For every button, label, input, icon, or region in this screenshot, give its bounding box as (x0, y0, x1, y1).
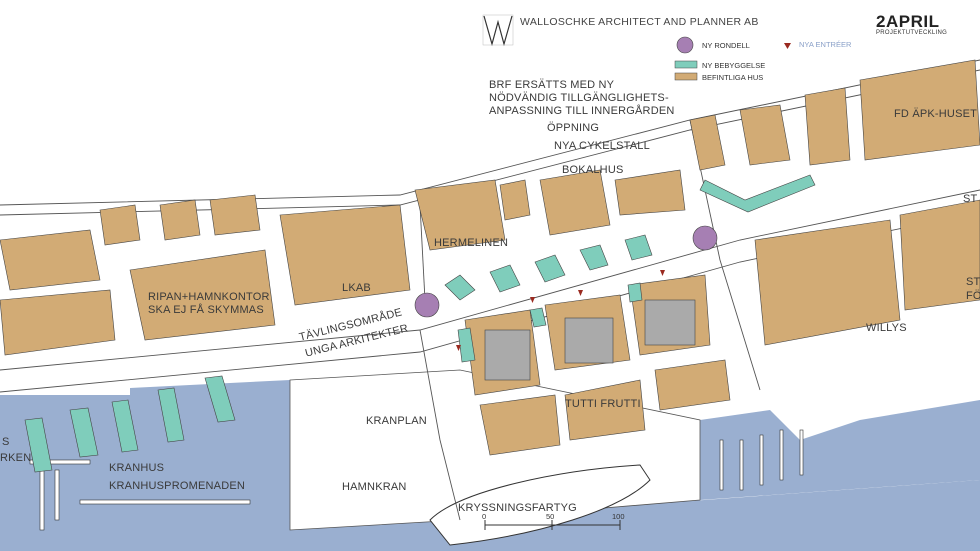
legend-entrances-label: NYA ENTRÉER (799, 40, 852, 49)
label-ripan-1: RIPAN+HAMNKONTOR (148, 291, 270, 303)
courtyards (484, 299, 696, 381)
legend-new-label: NY BEBYGGELSE (702, 61, 766, 70)
scale-bar (484, 520, 621, 530)
harbour-water (0, 380, 980, 551)
legend-existing-label: BEFINTLIGA HUS (702, 73, 764, 82)
label-lkab: LKAB (342, 282, 371, 294)
harbour-water-east (700, 400, 980, 500)
scale-label-50: 50 (546, 512, 555, 521)
scale-label-100: 100 (612, 512, 625, 521)
roundabout-west (414, 292, 440, 318)
label-bike-parking: NYA CYKELSTALL (554, 140, 650, 152)
entrance-markers (456, 270, 665, 351)
label-ripan-2: SKA EJ FÅ SKYMMAS (148, 304, 264, 316)
label-brf-2: NÖDVÄNDIG TILLGÄNGLIGHETS- (489, 92, 669, 104)
label-brf-3: ANPASSNING TILL INNERGÅRDEN (489, 105, 675, 117)
label-kranhus: KRANHUS (109, 462, 165, 474)
brand-subtitle: PROJEKTUTVECKLING (876, 30, 948, 36)
label-left-s: S (2, 436, 10, 448)
firm-logo-icon (482, 14, 514, 47)
brand-logo-text: 2APRIL (876, 12, 940, 31)
label-opening: ÖPPNING (547, 122, 600, 134)
new-buildings (24, 174, 816, 473)
scale-label-0: 0 (482, 512, 487, 521)
legend-new-swatch (674, 60, 698, 69)
label-tutti-frutti: TUTTI FRUTTI (565, 398, 641, 410)
label-bokalhus: BOKALHUS (562, 164, 624, 176)
piers (29, 429, 804, 531)
label-kranhuspromenaden: KRANHUSPROMENADEN (109, 480, 246, 492)
legend-entrance-swatch (784, 43, 791, 49)
label-brf-1: BRF ERSÄTTS MED NY (489, 79, 615, 91)
label-right-st: ST (963, 193, 978, 205)
label-hamnkran: HAMNKRAN (342, 481, 407, 493)
legend-symbols (674, 36, 791, 81)
label-left-rken: RKEN (0, 452, 32, 464)
legend-roundabout-swatch (676, 36, 694, 54)
legend-existing-swatch (674, 72, 698, 81)
label-willys: WILLYS (866, 322, 907, 334)
label-kranplan: KRANPLAN (366, 415, 427, 427)
legend-roundabout-label: NY RONDELL (702, 41, 750, 50)
label-right-fo: FÖ (966, 290, 980, 302)
roundabouts (414, 225, 718, 318)
label-hermelinen: HERMELINEN (434, 237, 509, 249)
roundabout-east (692, 225, 718, 251)
firm-name: WALLOSCHKE ARCHITECT AND PLANNER AB (520, 16, 759, 28)
label-kryssningsfartyg: KRYSSNINGSFARTYG (458, 502, 577, 514)
label-fd-apk: FD ÄPK-HUSET (894, 108, 978, 120)
label-right-st-2: ST (966, 276, 980, 288)
